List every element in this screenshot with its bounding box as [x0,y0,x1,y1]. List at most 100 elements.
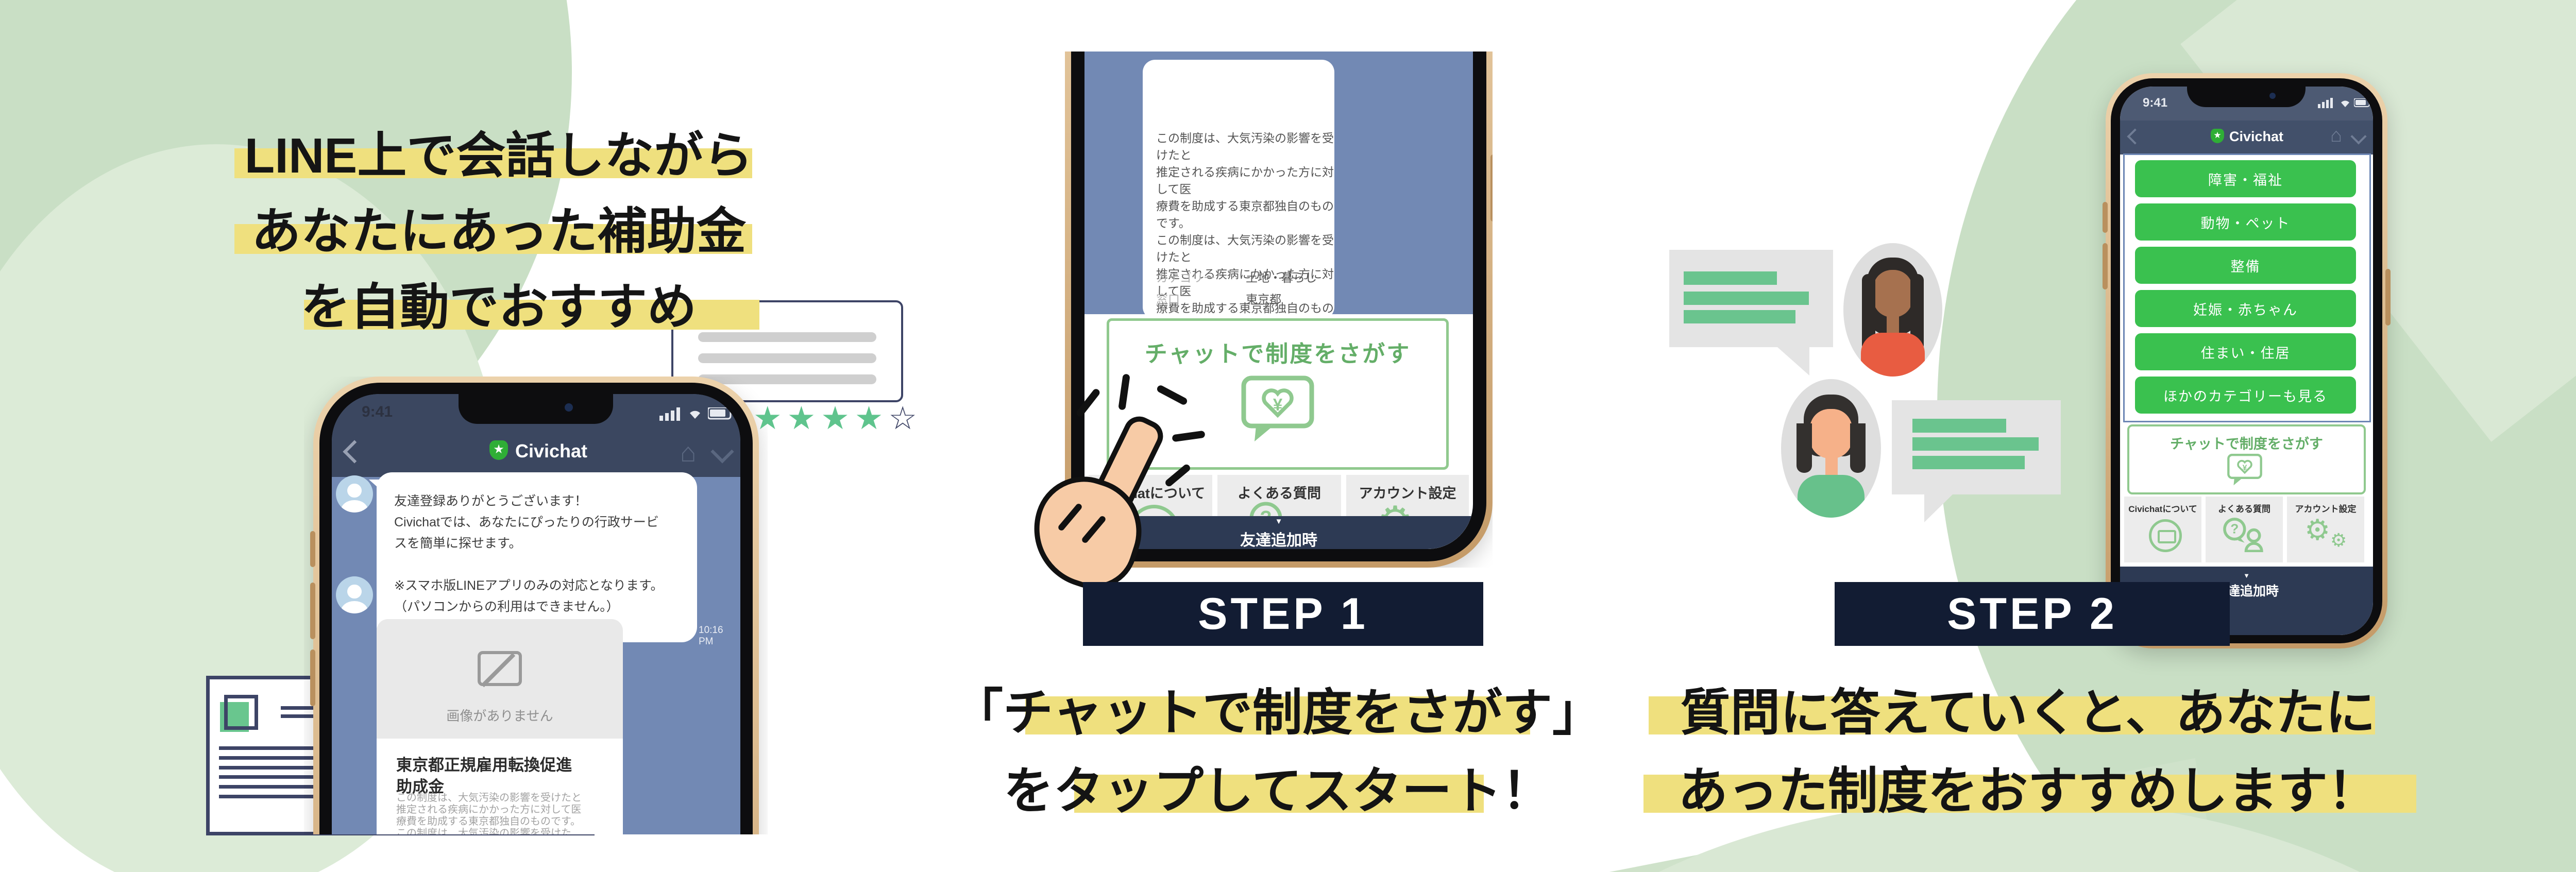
star-icon: ★ [753,401,787,436]
category-button[interactable]: 動物・ペット [2135,203,2356,241]
subsidy-title-line1: 東京都正規雇用転換促進 [396,756,572,774]
headline-highlight [234,148,752,178]
battery-icon [708,407,734,420]
avatar-woman-green [1781,379,1881,518]
tile-faq-label: よくある質問 [2218,504,2270,514]
subsidy-body-line: 推定される疾病にかかった方に対して医 [396,804,582,815]
no-image-label: 画像がありません [446,708,553,724]
tap-hand-icon [1018,371,1224,601]
category-label: 住まい・住居 [2200,345,2291,361]
subsidy-body-line: 療費を助成する東京都独自のものです。 [396,816,581,827]
subsidy-body-line: この制度は、大気汚染の影響を受けた [396,828,571,834]
step1-caption-line2: をタップしてスタート！ [1003,763,1552,819]
review-text-bar [698,353,876,363]
speech-bubble [1669,250,1833,347]
about-icon [2149,519,2182,552]
headline-highlight [304,300,759,330]
bubble-line: 友達登録ありがとうございます！ [394,494,588,508]
tile-about[interactable]: Civichatについて [2124,497,2201,562]
civichat-shield-icon: ★ [2211,129,2224,143]
wifi-icon [690,411,700,419]
tile-settings-label: アカウント設定 [1359,486,1456,501]
bar-arrow-icon: ▼ [1275,517,1283,526]
right-phone-screen: 9:41 ★ Civichat ⌂ 障害・福祉 動物・ペット 整備 [2120,87,2373,635]
chevron-down-icon[interactable] [2350,128,2367,145]
chat-search-label: チャットで制度をさがす [2170,436,2323,452]
step1-badge-label: STEP 1 [1198,589,1368,639]
civichat-shield-icon: ★ [489,440,508,460]
step2-badge-label: STEP 2 [1947,589,2117,639]
star-rating: ★★★★☆ [753,403,922,435]
notch [2187,87,2306,107]
power-button [2385,269,2391,326]
avatar-person-body [341,500,368,512]
category-label: ほかのカテゴリーも見る [2163,388,2328,404]
tile-settings-label: アカウント設定 [2295,504,2357,514]
bot-avatar [336,475,373,512]
step2-caption-line1: 質問に答えていくと、あなたに [1680,685,2376,741]
bar-arrow-icon: ▼ [2243,572,2250,579]
star-icon: ★ [854,401,889,436]
home-icon[interactable]: ⌂ [2330,125,2342,146]
chat-bubble-heart-icon: ¥ [1241,375,1314,441]
step1-badge: STEP 1 [1083,582,1483,646]
tile-settings[interactable]: アカウント設定 ⚙ ⚙ [2287,497,2364,562]
bubble-line: （パソコンからの利用はできません。） [394,600,619,614]
back-chevron-icon[interactable] [343,440,366,464]
notch [459,394,613,424]
camera-dot [2269,93,2276,99]
chat-search-button[interactable]: チャットで制度をさがす ¥ [2127,424,2366,494]
camera-dot [565,403,573,412]
category-button[interactable]: ほかのカテゴリーも見る [2135,377,2356,414]
avatar-woman-red [1843,243,1942,377]
speech-bubble-tail [1777,347,1809,375]
step2-caption-line2: あった制度をおすすめします！ [1678,763,2378,819]
bottom-bar[interactable]: ▼ 友達追加時 [1084,516,1473,549]
category-button[interactable]: 整備 [2135,247,2356,284]
card-body-line: この制度は、大気汚染の影響を受けたと [1156,233,1334,264]
status-time: 9:41 [362,403,393,420]
category-button[interactable]: 住まい・住居 [2135,333,2356,370]
headline-line1: LINE上で会話しながら [244,128,753,183]
bubble-line: ※スマホ版LINEアプリのみの対応となります。 [394,578,664,593]
svg-text:?: ? [2230,521,2239,537]
subsidy-title-line2: 助成金 [396,778,444,796]
bubble-text-bar [1912,437,2039,451]
volume-button [310,531,315,567]
middle-phone: この制度は、大気汚染の影響を受けたと 推定される疾病にかかった方に対して医 療費… [1065,52,1493,568]
svg-text:¥: ¥ [1273,395,1283,414]
right-phone-title: Civichat [2229,129,2284,144]
avatar-person-body [341,601,368,613]
category-label: 妊娠・赤ちゃん [2193,302,2298,318]
step1-caption-highlight [1025,696,1530,734]
bubble-text-bar [1684,292,1809,305]
no-image-slash [481,653,516,688]
chevron-down-icon[interactable] [710,440,734,464]
back-chevron-icon[interactable] [2127,128,2143,145]
card-body-line: 推定される疾病にかかった方に対して医 [1156,267,1334,298]
chat-bubble-heart-icon: ¥ [2227,454,2262,486]
category-button[interactable]: 障害・福祉 [2135,160,2356,197]
card-body-line: この制度は、大気汚染の影響を受けたと [1156,131,1334,162]
bubble-line: Civichatでは、あなたにぴったりの行政サービ [394,515,659,529]
home-icon[interactable]: ⌂ [680,438,697,468]
no-image-icon [478,651,522,688]
power-button [1490,155,1493,221]
status-time: 9:41 [2143,96,2168,110]
chat-bubble-welcome: 友達登録ありがとうございます！ Civichatでは、あなたにぴったりの行政サー… [377,472,697,642]
contact-label: 窓口 [1156,293,1180,306]
left-phone: 9:41 ★ Civichat ⌂ [310,377,759,834]
category-label: 障害・福祉 [2208,172,2283,188]
tile-faq[interactable]: よくある質問 ? [2206,497,2283,562]
bot-avatar [336,576,373,613]
left-phone-clip: 9:41 ★ Civichat ⌂ [304,377,768,834]
step2-badge: STEP 2 [1835,582,2230,646]
category-button[interactable]: 妊娠・赤ちゃん [2135,290,2356,327]
contact-value: 東京都 [1246,293,1281,306]
speech-bubble [1892,400,2061,494]
avatar-person-icon [347,584,362,599]
subsidy-body-line: この制度は、大気汚染の影響を受けたと [396,792,582,803]
faq-icon: ? [2223,518,2263,552]
bubble-line [394,554,680,575]
